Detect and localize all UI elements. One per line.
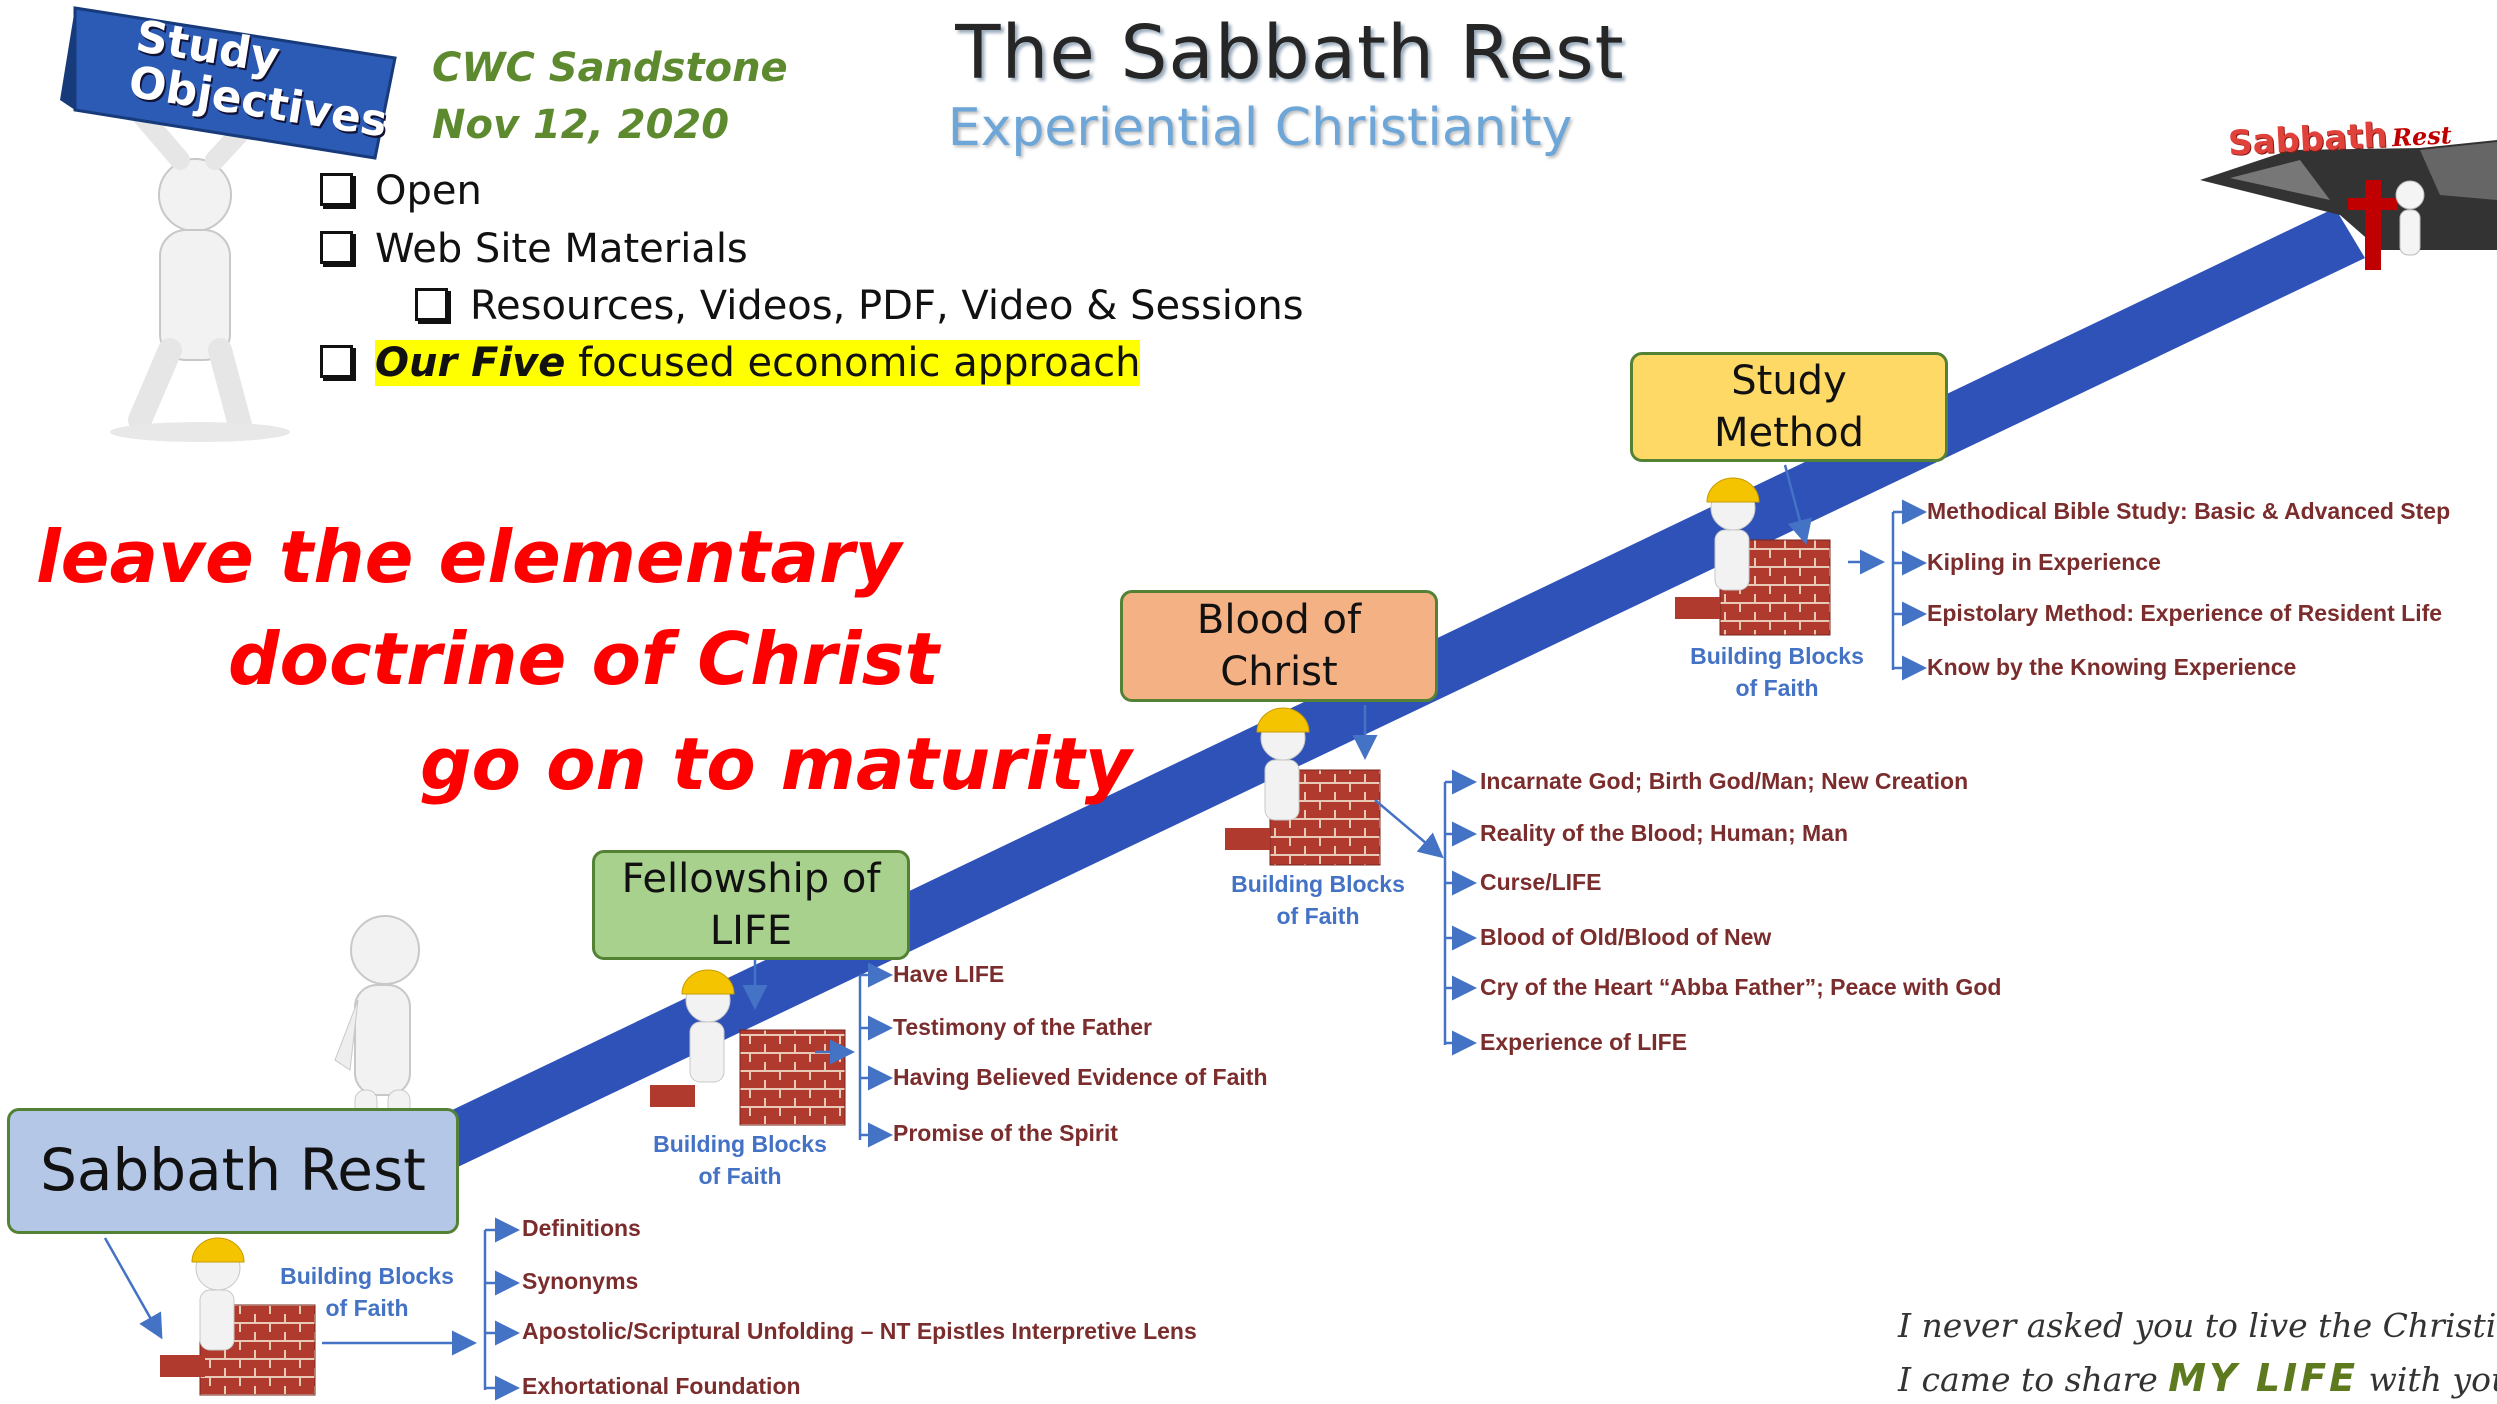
objective-open: Open — [320, 168, 482, 214]
checkbox-icon — [320, 231, 353, 264]
quote-line2-emphasis: MY LIFE — [2168, 1356, 2359, 1400]
stage1-item: Synonyms — [522, 1268, 639, 1294]
stage-blood-of-christ: Blood of Christ — [1120, 590, 1438, 702]
stage4-item: Kipling in Experience — [1927, 549, 2161, 575]
building-blocks-4-line1: Building Blocks — [1690, 643, 1864, 669]
builder-group-3 — [1225, 707, 1381, 866]
building-blocks-label-3: Building Blocks of Faith — [1218, 868, 1418, 932]
stage3-item: Blood of Old/Blood of New — [1480, 924, 1772, 950]
stage3-item: Incarnate God; Birth God/Man; New Creati… — [1480, 768, 1969, 794]
stage-fellowship-label-1: Fellowship of — [621, 856, 881, 902]
building-blocks-1-line1: Building Blocks — [280, 1263, 454, 1289]
stage-blood-label-1: Blood of — [1196, 597, 1362, 643]
quote-line1: I never asked you to live the Christian … — [1898, 1306, 2497, 1345]
objective-resources: Resources, Videos, PDF, Video & Sessions — [415, 283, 1304, 329]
objective-website: Web Site Materials — [320, 226, 748, 272]
page-subtitle: Experiential Christianity — [947, 98, 1573, 158]
org-name: CWC Sandstone — [432, 45, 788, 91]
stage1-item: Exhortational Foundation — [522, 1373, 801, 1399]
checkbox-icon — [415, 288, 448, 321]
stage-fellowship-label-2: LIFE — [709, 908, 793, 954]
objective-open-label: Open — [375, 168, 482, 214]
stage-sabbath-rest-label: Sabbath Rest — [40, 1136, 426, 1205]
stage-study-label-2: Method — [1713, 410, 1865, 456]
objective-resources-label: Resources, Videos, PDF, Video & Sessions — [470, 283, 1304, 329]
builder-group-1 — [160, 1237, 316, 1396]
objective-five-bold: Our Five — [375, 340, 566, 386]
stage3-item: Experience of LIFE — [1480, 1029, 1688, 1055]
objective-five-highlight: Our Five focused economic approach — [375, 340, 1141, 386]
stage3-item: Cry of the Heart “Abba Father”; Peace wi… — [1480, 974, 2002, 1000]
page-title: The Sabbath Rest — [955, 10, 1625, 96]
stage-fellowship-of-life: Fellowship of LIFE — [592, 850, 910, 960]
building-blocks-1-line2: of Faith — [325, 1295, 409, 1322]
stage-blood-label-2: Christ — [1220, 649, 1338, 695]
stage4-item: Epistolary Method: Experience of Residen… — [1927, 600, 2443, 626]
stage3-item: Curse/LIFE — [1480, 869, 1602, 895]
building-blocks-3-line1: Building Blocks — [1231, 871, 1405, 897]
checkbox-icon — [320, 173, 353, 206]
objective-five: Our Five focused economic approach — [320, 340, 1141, 386]
stage4-item: Know by the Knowing Experience — [1927, 654, 2297, 680]
building-blocks-label-2: Building Blocks of Faith — [640, 1128, 840, 1192]
stage-study-label-1: Study — [1731, 358, 1847, 404]
tagline-line1: leave the elementary — [36, 515, 902, 599]
stage2-item: Promise of the Spirit — [893, 1120, 1118, 1146]
building-blocks-2-line2: of Faith — [698, 1163, 782, 1190]
summit-sign-word1: Sabbath — [2227, 115, 2389, 164]
building-blocks-4-line2: of Faith — [1735, 675, 1819, 702]
checkbox-icon — [320, 345, 353, 378]
connector-arrows — [103, 464, 1927, 1401]
stage1-item: Definitions — [522, 1215, 641, 1241]
stage3-item: Reality of the Blood; Human; Man — [1480, 820, 1848, 846]
stage4-item: Methodical Bible Study: Basic & Advanced… — [1927, 498, 2451, 524]
objective-website-label: Web Site Materials — [375, 226, 748, 272]
builder-group-4 — [1675, 477, 1831, 636]
summit-sign-word2: Rest — [2391, 120, 2453, 153]
stage2-item: Testimony of the Father — [893, 1014, 1152, 1040]
stage2-item: Having Believed Evidence of Faith — [893, 1064, 1268, 1090]
stage1-item: Apostolic/Scriptural Unfolding – NT Epis… — [522, 1318, 1197, 1344]
summit-cliff-graphic — [2200, 140, 2497, 270]
stage-sabbath-rest: Sabbath Rest — [7, 1108, 459, 1234]
building-blocks-2-line1: Building Blocks — [653, 1131, 827, 1157]
quote-line2-a: I came to share — [1898, 1360, 2169, 1399]
quote-line2-c: with you. — [2368, 1360, 2497, 1399]
study-objectives-banner — [60, 6, 397, 160]
session-date: Nov 12, 2020 — [432, 102, 730, 148]
building-blocks-label-1: Building Blocks of Faith — [267, 1260, 467, 1324]
quote-line2: I came to share MY LIFE with you. — [1898, 1356, 2497, 1400]
tagline-line2: doctrine of Christ — [228, 617, 939, 701]
builder-group-2 — [650, 969, 846, 1126]
tagline-line3: go on to maturity — [420, 722, 1132, 806]
building-blocks-label-4: Building Blocks of Faith — [1677, 640, 1877, 704]
objective-five-rest: focused economic approach — [565, 340, 1141, 386]
stage2-item: Have LIFE — [893, 961, 1005, 987]
banner-holder-graphic — [110, 80, 290, 442]
building-blocks-3-line2: of Faith — [1276, 903, 1360, 930]
